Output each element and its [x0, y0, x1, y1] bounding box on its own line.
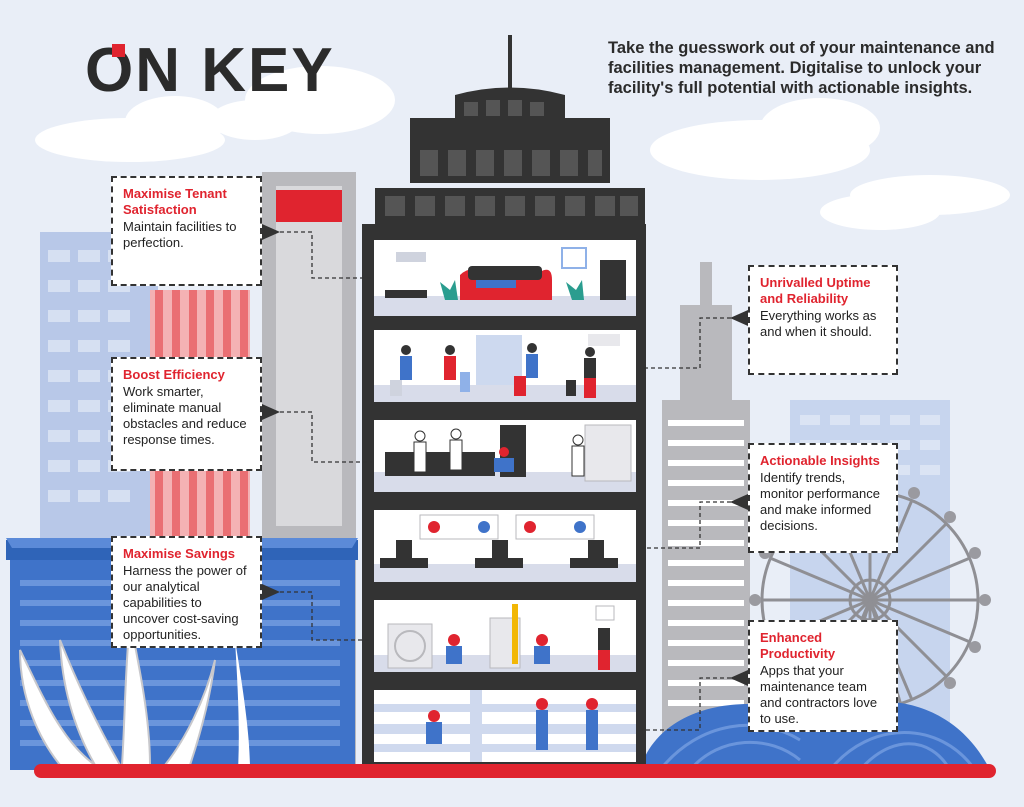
callout-body: Harness the power of our analytical capa…: [123, 563, 247, 642]
connectors: [280, 231, 738, 731]
callout-actionable-insights: Actionable Insights Identify trends, mon…: [748, 443, 898, 553]
logo-accent-square: [112, 44, 125, 57]
callout-boost-efficiency: Boost Efficiency Work smarter, eliminate…: [111, 357, 262, 471]
callout-body: Work smarter, eliminate manual obstacles…: [123, 384, 247, 447]
logo: ON KEY: [85, 40, 335, 102]
callout-maximise-savings: Maximise Savings Harness the power of ou…: [111, 536, 262, 648]
callout-enhanced-productivity: Enhanced Productivity Apps that your mai…: [748, 620, 898, 732]
ground-line: [34, 764, 996, 778]
callout-title: Boost Efficiency: [123, 367, 225, 382]
callout-title: Unrivalled Uptime and Reliability: [760, 275, 871, 306]
callout-body: Everything works as and when it should.: [760, 308, 877, 339]
callout-uptime-reliability: Unrivalled Uptime and Reliability Everyt…: [748, 265, 898, 375]
callout-body: Apps that your maintenance team and cont…: [760, 663, 878, 726]
logo-text: ON KEY: [85, 36, 335, 105]
callout-title: Maximise Tenant Satisfaction: [123, 186, 227, 217]
callout-title: Actionable Insights: [760, 453, 880, 468]
callout-title: Enhanced Productivity: [760, 630, 836, 661]
tagline: Take the guesswork out of your maintenan…: [608, 39, 995, 97]
clouds: [35, 66, 1010, 230]
callout-title: Maximise Savings: [123, 546, 235, 561]
callout-body: Maintain facilities to perfection.: [123, 219, 237, 250]
callout-tenant-satisfaction: Maximise Tenant Satisfaction Maintain fa…: [111, 176, 262, 286]
floors: [374, 240, 636, 762]
callout-body: Identify trends, monitor performance and…: [760, 470, 880, 533]
